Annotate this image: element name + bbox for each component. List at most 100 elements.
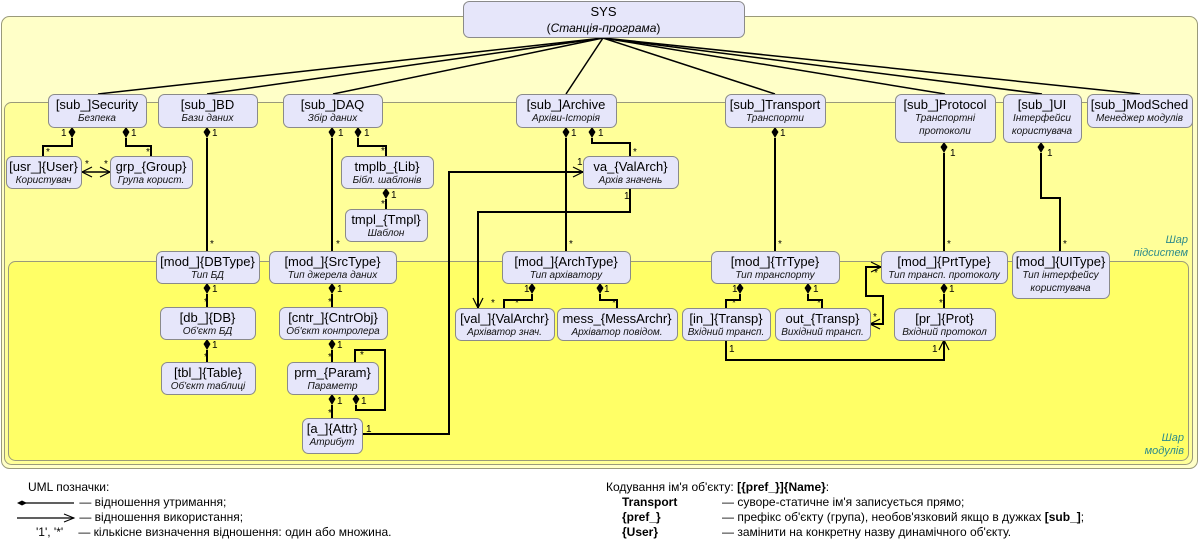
node-title: [a_]{Attr} [307, 421, 358, 436]
edge [503, 294, 533, 308]
node-subtitle: користувача [1030, 283, 1091, 294]
composition-diamond-icon [122, 127, 130, 138]
node-title: [pr_]{Prot} [915, 311, 974, 326]
node-subtitle: Шаблон [368, 227, 405, 239]
node-tmplb[interactable]: tmplb_{Lib}Бібл. шаблонів [341, 156, 434, 189]
node-attr[interactable]: [a_]{Attr}Атрибут [302, 418, 363, 454]
node-box [463, 1, 745, 38]
edge [725, 294, 741, 308]
node-archtype[interactable]: [mod_]{ArchType}Тип архіватору [502, 251, 631, 284]
node-valarch[interactable]: va_{ValArch}Архів значень [583, 156, 679, 189]
node-title: prm_{Param} [294, 365, 371, 380]
node-group[interactable]: grp_{Group}Група корист. [110, 156, 193, 189]
multiplicity-many: * [204, 352, 208, 363]
multiplicity-many: * [873, 312, 877, 323]
multiplicity-one: 1 [732, 284, 738, 295]
modules-layer-label-2: модулів [1145, 445, 1185, 457]
multiplicity-many: * [939, 298, 943, 309]
node-param[interactable]: prm_{Param}Параметр [287, 362, 379, 395]
node-sys[interactable]: SYS(Станція-програма) [463, 1, 745, 38]
multiplicity-one: 1 [949, 284, 955, 295]
node-subtitle: Архіви-Історія [531, 113, 601, 124]
node-title: SYS [590, 4, 616, 19]
uml-legend-multiplicity-text: — кількісне визначення відношення: один … [78, 525, 392, 539]
relationship-edges [42, 37, 1141, 435]
node-dbtype[interactable]: [mod_]{DBType}Тип БД [156, 251, 260, 284]
multiplicity-many: * [732, 298, 736, 309]
naming-title-pattern: [{pref_}]{Name} [737, 480, 826, 494]
node-subtitle: Менеджер модулів [1096, 113, 1183, 124]
node-box [158, 94, 258, 128]
node-subtitle: Об'єкт таблиці [171, 380, 246, 392]
node-prot[interactable]: [pr_]{Prot}Вхідний протокол [894, 308, 996, 341]
naming-legend-row: {User}— замінити на конкретну назву дина… [606, 525, 1084, 540]
node-box [283, 94, 383, 128]
node-box [455, 308, 555, 341]
composition-diamond-icon [528, 283, 536, 294]
node-user[interactable]: [usr_]{User}Користувач [6, 156, 82, 189]
node-box [775, 308, 871, 341]
node-outtransp[interactable]: out_{Transp}Вихідний трансп. [775, 308, 871, 341]
node-title: [mod_]{SrcType} [284, 254, 381, 269]
node-tmpl[interactable]: tmpl_{Tmpl}Шаблон [345, 209, 428, 242]
composition-diamond-icon [771, 127, 779, 138]
multiplicity-one: 1 [364, 128, 370, 139]
multiplicity-one: 1 [337, 396, 343, 407]
multiplicity-many: * [612, 298, 616, 309]
edge [1040, 153, 1061, 251]
multiplicity-symbol: '1', '*' [36, 525, 64, 539]
node-prttype[interactable]: [mod_]{PrtType}Тип трансп. протоколу [881, 251, 1008, 284]
uml-legend-composition-text: — відношення утримання; [79, 495, 227, 509]
node-subtitle: Бібл. шаблонів [353, 174, 422, 186]
node-subtitle: Бази даних [182, 113, 235, 124]
naming-tail-end: ; [1080, 510, 1085, 524]
multiplicity-one: 1 [624, 191, 630, 202]
node-cntr[interactable]: [cntr_]{CntrObj}Об'єкт контролера [279, 307, 388, 340]
composition-diamond-icon [382, 188, 390, 199]
multiplicity-many: * [817, 298, 821, 309]
naming-key: {User} [622, 525, 659, 539]
node-box [502, 251, 631, 284]
node-valarchr[interactable]: [val_]{ValArchr}Архіватор знач. [455, 308, 555, 341]
node-intransp[interactable]: [in_]{Transp}Вхідний трансп. [682, 308, 771, 341]
node-box [302, 418, 363, 454]
sys-link [206, 37, 604, 95]
multiplicity-many: * [947, 239, 951, 250]
node-subtitle: Архіватор знач. [466, 327, 542, 338]
sys-link [602, 37, 1043, 95]
multiplicity-one: 1 [571, 128, 577, 139]
composition-diamond-icon [804, 283, 812, 294]
multiplicity-one: 1 [932, 344, 938, 355]
node-title: [tbl_]{Table} [174, 365, 243, 380]
node-subtitle: Тип джерела даних [288, 270, 379, 281]
node-title: out_{Transp} [786, 311, 861, 326]
node-trtype[interactable]: [mod_]{TrType}Тип транспорту [711, 251, 840, 284]
node-srctype[interactable]: [mod_]{SrcType}Тип джерела даних [269, 251, 397, 284]
node-box [557, 308, 678, 341]
node-box [711, 251, 840, 284]
node-title: [sub_]Protocol [903, 97, 986, 112]
uml-diagram: Шар підсистем Шар модулів SYS(Станція-пр… [1, 1, 1198, 469]
multiplicity-many: * [104, 159, 108, 170]
sys-link [602, 37, 1141, 95]
node-title: [sub_]Transport [730, 97, 821, 112]
node-db[interactable]: [db_]{DB}Об'єкт БД [160, 307, 256, 340]
node-messarchr[interactable]: mess_{MessArchr}Архіватор повідом. [557, 308, 678, 341]
multiplicity-many: * [85, 159, 89, 170]
node-title: va_{ValArch} [593, 159, 668, 174]
node-table[interactable]: [tbl_]{Table}Об'єкт таблиці [161, 362, 256, 395]
naming-legend-row: {pref_}— префікс об'єкту (група), необов… [606, 510, 1084, 525]
node-title: [mod_]{ArchType} [514, 254, 618, 269]
node-subtitle: Безпека [78, 113, 116, 124]
multiplicity-one: 1 [1047, 148, 1053, 159]
multiplicity-labels: 1*1***1*1*1*1*1*1*111*1*1*1*1*1*1*1*1*11… [46, 128, 1067, 435]
